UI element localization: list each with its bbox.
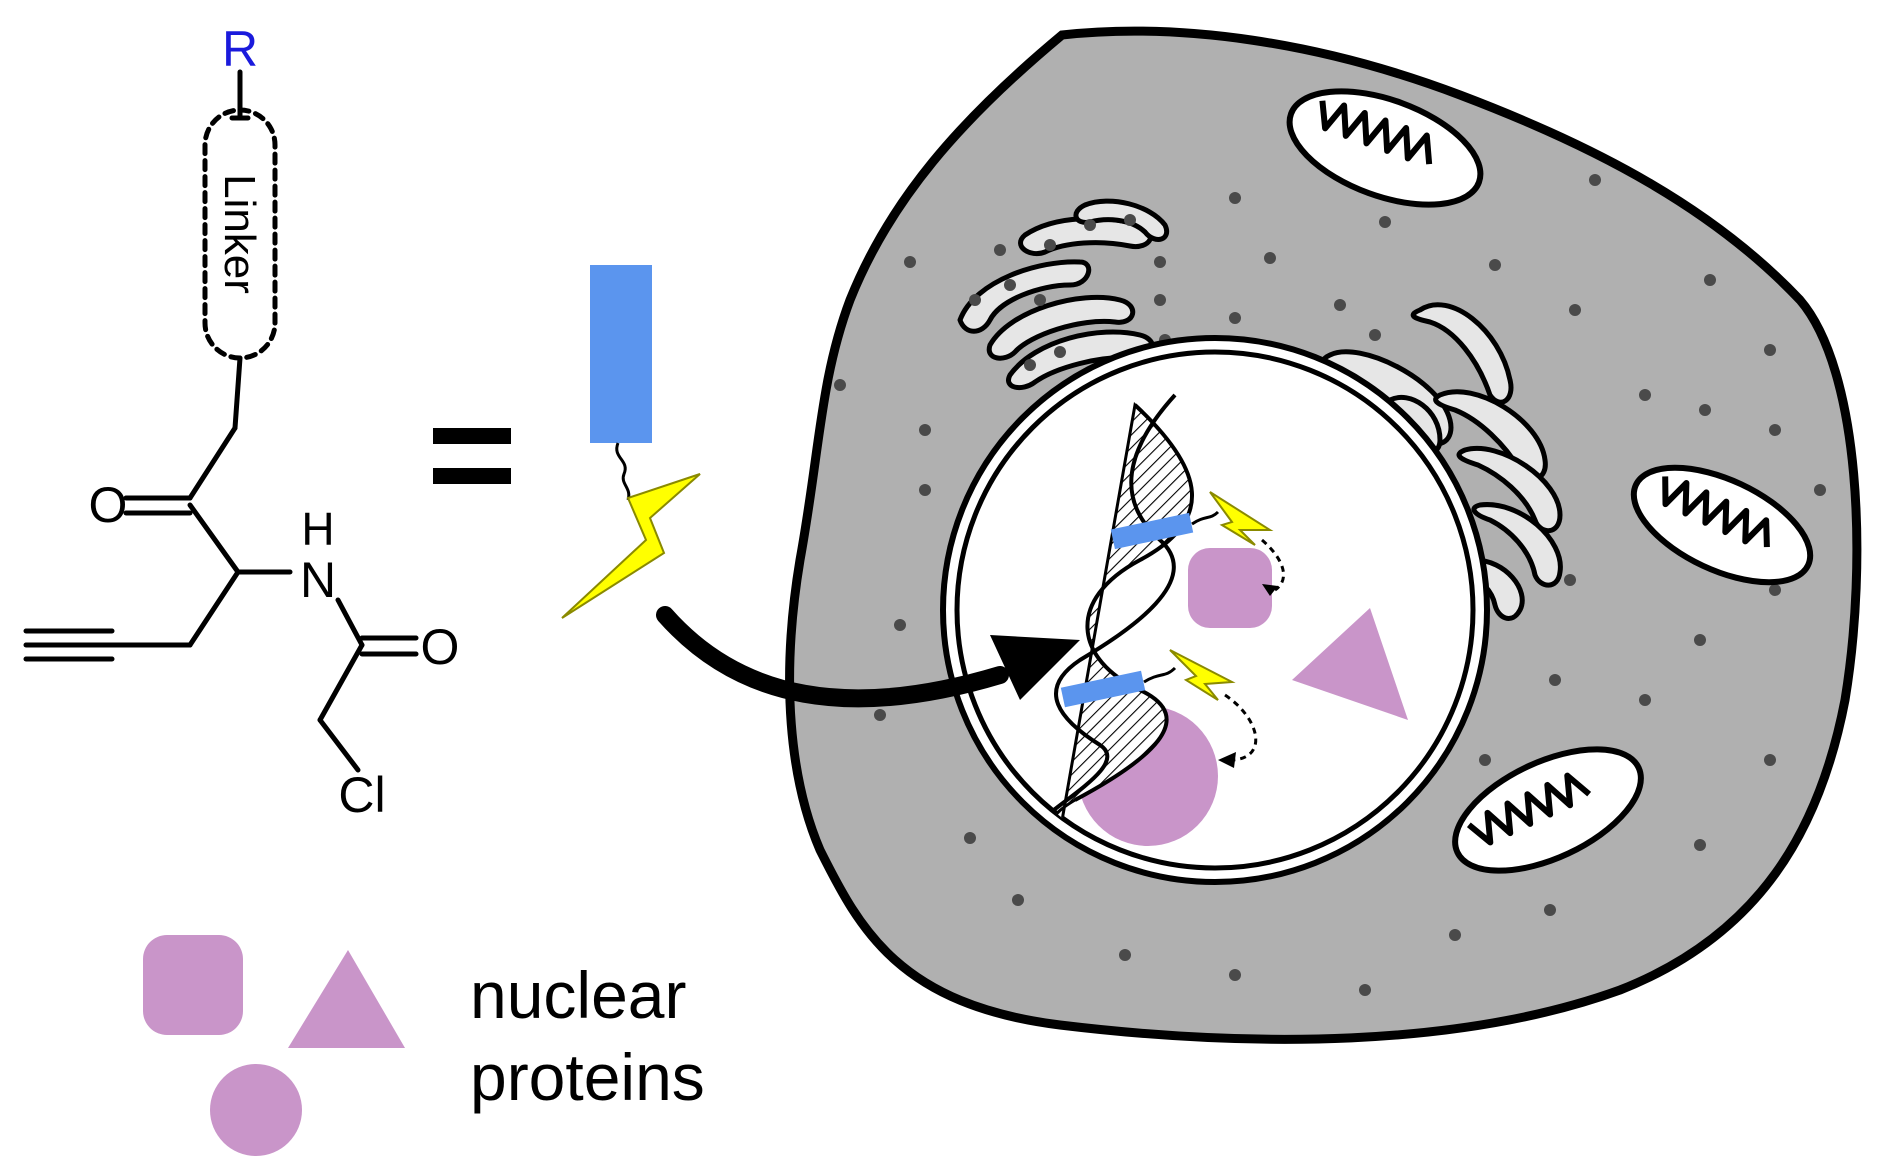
probe-icon	[561, 265, 701, 619]
lightning-icon	[1169, 649, 1236, 701]
legend-circle-protein	[210, 1064, 302, 1156]
lightning-icon	[1209, 491, 1274, 546]
probe-body	[590, 265, 652, 443]
linker-label: Linker	[215, 174, 264, 294]
mitochondrion-icon	[1286, 88, 1484, 208]
mitochondrion-icon	[1630, 464, 1814, 586]
chlorine-label: Cl	[338, 767, 385, 823]
cell	[785, 26, 1862, 1044]
equals-sign: =	[433, 428, 511, 484]
mitochondrion-icon	[1452, 746, 1644, 874]
amide-h-label: H	[301, 503, 334, 555]
legend-label-line1: nuclear	[470, 958, 686, 1032]
nuclear-protein-triangle	[1292, 608, 1408, 720]
nuclear-protein-square	[1188, 548, 1272, 628]
oxygen-right-label: O	[421, 619, 460, 675]
legend-label-line2: proteins	[470, 1040, 705, 1114]
dna-helix	[1028, 393, 1194, 835]
chemical-structure	[23, 69, 419, 773]
r-group-label: R	[222, 21, 258, 77]
oxygen-top-label: O	[89, 477, 128, 533]
lightning-icon	[561, 473, 701, 619]
bound-probe-upper	[1110, 491, 1285, 596]
bound-probe-lower	[1060, 649, 1258, 768]
legend: nuclear proteins	[143, 935, 705, 1156]
entry-arrow	[656, 606, 1080, 708]
amide-n-label: N	[300, 552, 336, 608]
legend-square-protein	[143, 935, 243, 1035]
legend-triangle-protein	[288, 950, 405, 1048]
